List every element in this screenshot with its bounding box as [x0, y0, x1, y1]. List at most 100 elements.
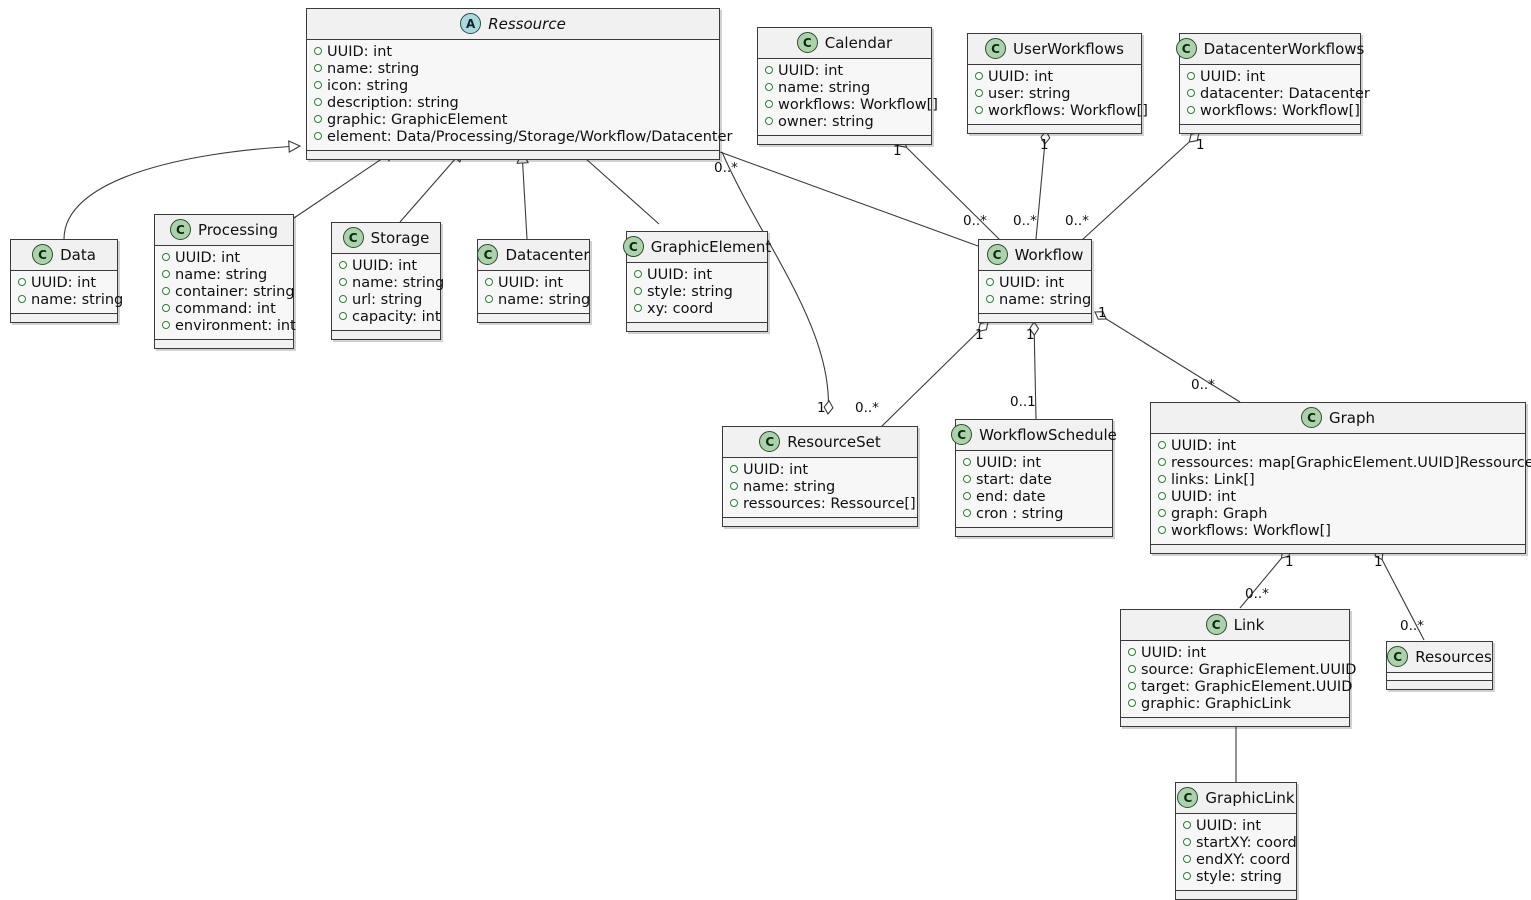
multiplicity-label-m-datacenterworkflows-1: 1	[1196, 137, 1205, 153]
class-name-resources: Resources	[1415, 647, 1492, 666]
attribute-row: UUID: int	[1128, 645, 1343, 662]
attribute-row: style: string	[1183, 869, 1290, 886]
attribute-row: UUID: int	[963, 455, 1106, 472]
attribute-label: name: string	[498, 292, 591, 308]
attribute-label: user: string	[988, 86, 1071, 102]
class-icon: C	[32, 244, 54, 265]
public-visibility-icon	[765, 83, 773, 91]
class-icon: C	[951, 424, 973, 445]
attribute-label: name: string	[175, 267, 268, 283]
attribute-label: name: string	[999, 292, 1092, 308]
class-name-graphiclink: GraphicLink	[1205, 788, 1295, 807]
attribute-label: workflows: Workflow[]	[1171, 523, 1331, 539]
attribute-label: UUID: int	[1171, 489, 1237, 505]
attribute-row: name: string	[730, 479, 911, 496]
attribute-label: graph: Graph	[1171, 506, 1268, 522]
class-operations-graphicelement	[627, 323, 767, 331]
public-visibility-icon	[765, 66, 773, 74]
class-name-ressource: Ressource	[488, 14, 566, 33]
attribute-row: name: string	[339, 275, 444, 292]
attribute-row: xy: coord	[634, 301, 761, 318]
multiplicity-label-m-graph-many: 0..*	[1191, 377, 1215, 393]
attribute-row: graphic: GraphicLink	[1128, 696, 1343, 713]
public-visibility-icon	[963, 509, 971, 517]
public-visibility-icon	[986, 278, 994, 286]
multiplicity-label-m-workflow-graph-1: 1	[1098, 305, 1107, 321]
multiplicity-label-m-calendar-1: 1	[893, 143, 902, 159]
multiplicity-label-m-dc-workflow: 0..*	[1065, 213, 1089, 229]
attribute-row: UUID: int	[1158, 438, 1519, 455]
class-name-link: Link	[1233, 615, 1265, 634]
public-visibility-icon	[1183, 855, 1191, 863]
public-visibility-icon	[18, 295, 26, 303]
edge-workflow-resourceset	[879, 321, 989, 429]
class-operations-graph	[1151, 545, 1525, 553]
attribute-label: UUID: int	[327, 44, 393, 60]
attribute-label: cron : string	[976, 506, 1064, 522]
attribute-row: start: date	[963, 472, 1106, 489]
attribute-row: UUID: int	[339, 258, 434, 275]
public-visibility-icon	[339, 278, 347, 286]
multiplicity-label-m-workflow-rs-1: 1	[975, 327, 984, 343]
public-visibility-icon	[339, 295, 347, 303]
attribute-row: UUID: int	[485, 275, 583, 292]
edge-storage-ressource	[399, 150, 463, 223]
attribute-label: workflows: Workflow[]	[1200, 103, 1360, 119]
multiplicity-label-m-resources-many: 0..*	[1400, 618, 1424, 634]
class-name-workflow: Workflow	[1014, 245, 1084, 264]
public-visibility-icon	[634, 287, 642, 295]
public-visibility-icon	[314, 81, 322, 89]
public-visibility-icon	[765, 100, 773, 108]
attribute-label: name: string	[352, 275, 445, 291]
attribute-label: source: GraphicElement.UUID	[1141, 662, 1357, 678]
attribute-row: element: Data/Processing/Storage/Workflo…	[314, 129, 732, 146]
class-name-datacenter: Datacenter	[505, 245, 590, 264]
class-operations-workflow	[979, 314, 1091, 322]
public-visibility-icon	[1187, 89, 1195, 97]
public-visibility-icon	[314, 132, 322, 140]
public-visibility-icon	[162, 270, 170, 278]
attribute-row: workflows: Workflow[]	[1158, 523, 1519, 540]
class-name-calendar: Calendar	[824, 33, 893, 52]
attribute-row: startXY: coord	[1183, 835, 1297, 852]
class-icon: C	[986, 244, 1008, 265]
attribute-label: links: Link[]	[1171, 472, 1255, 488]
attribute-row: UUID: int	[314, 44, 713, 61]
class-icon: C	[1205, 614, 1227, 635]
attribute-label: UUID: int	[999, 275, 1065, 291]
edge-workflow-graph	[1094, 311, 1241, 403]
public-visibility-icon	[485, 278, 493, 286]
attribute-row: container: string	[162, 284, 295, 301]
class-operations-datacenter	[478, 314, 589, 322]
class-icon: C	[1175, 38, 1197, 59]
